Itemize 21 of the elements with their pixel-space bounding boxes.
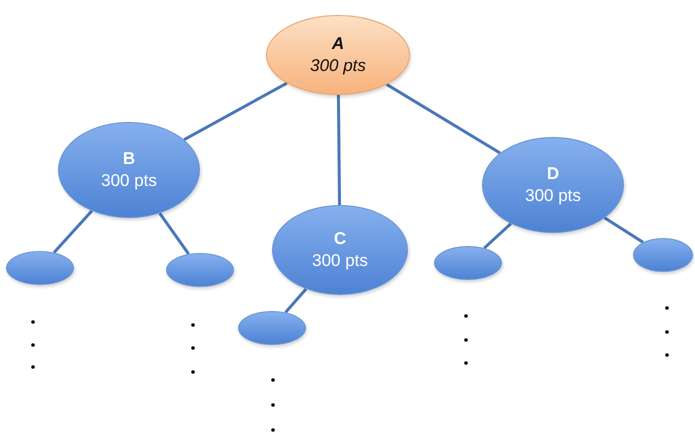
connector-line (336, 94, 342, 206)
node-points: 300 pts (312, 250, 368, 272)
connector-line (604, 216, 644, 244)
connector-line (52, 210, 93, 254)
connector-line (386, 83, 501, 154)
ellipse-node (6, 251, 74, 285)
ellipse-node (633, 238, 693, 272)
node-title: C (334, 228, 346, 250)
node-title: A (332, 33, 344, 55)
node-points: 300 pts (101, 170, 157, 192)
node-points: 300 pts (525, 185, 581, 207)
node-points: 300 pts (310, 55, 366, 77)
ellipse-node (166, 253, 234, 287)
node-title: D (546, 163, 560, 185)
connector-line (158, 212, 190, 255)
connector-line (284, 288, 308, 314)
node-title: B (122, 148, 136, 170)
ellipse-node (434, 246, 502, 280)
connector-line (483, 222, 512, 250)
connector-line (183, 82, 288, 142)
ellipse-node (238, 311, 306, 345)
